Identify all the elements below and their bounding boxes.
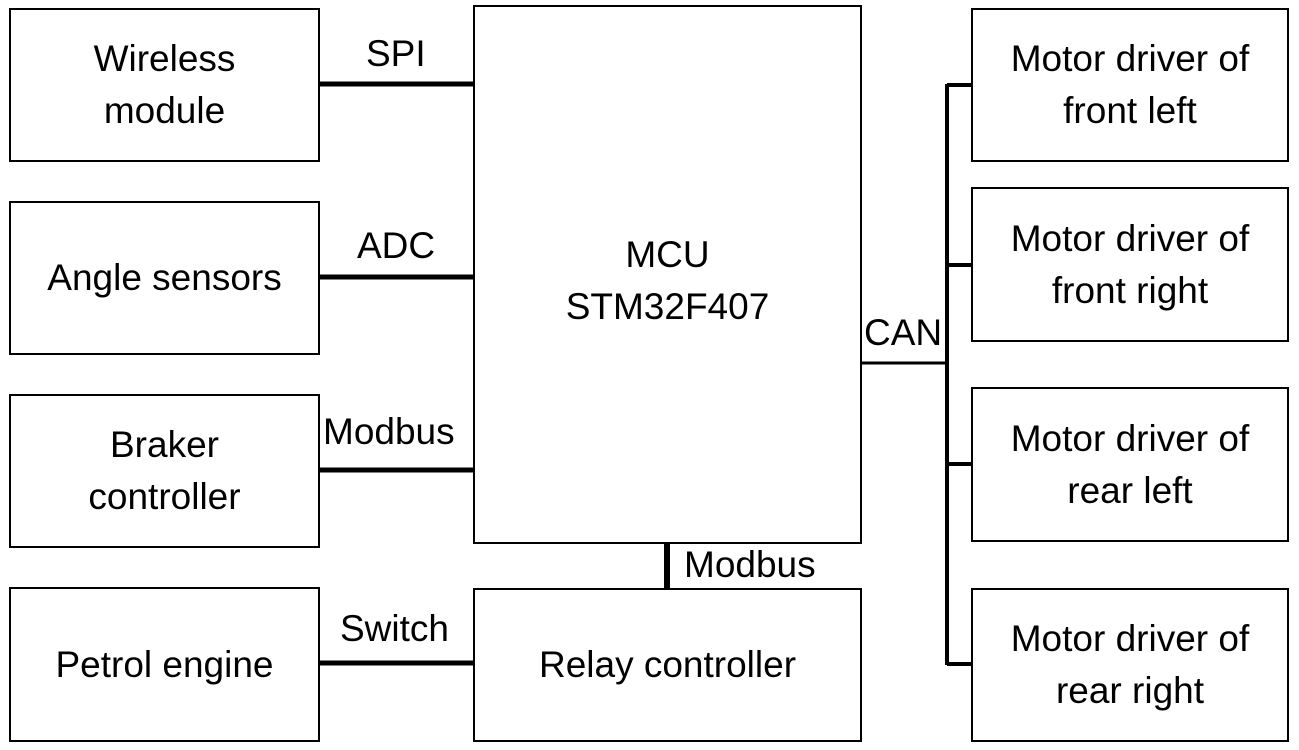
wireless-module-block: Wireless module: [9, 8, 320, 162]
motor-front-right-line2: front right: [1051, 269, 1209, 311]
relay-controller-block: Relay controller: [473, 588, 862, 742]
motor-front-right-line1: Motor driver of: [1010, 217, 1250, 259]
switch-label: Switch: [340, 608, 449, 649]
braker-controller-block: Braker controller: [9, 394, 320, 548]
motor-driver-front-left-block: Motor driver of front left: [971, 8, 1289, 162]
relay-controller-label: Relay controller: [538, 644, 797, 685]
motor-driver-rear-left-block: Motor driver of rear left: [971, 387, 1289, 542]
adc-label: ADC: [357, 225, 436, 266]
modbus-relay-label: Modbus: [684, 544, 816, 585]
spi-label: SPI: [366, 33, 426, 74]
can-label: CAN: [864, 312, 943, 353]
braker-controller-line2: controller: [88, 476, 241, 517]
wireless-module-line2: module: [103, 90, 226, 131]
motor-rear-right-line1: Motor driver of: [1010, 618, 1250, 659]
motor-driver-rear-right-block: Motor driver of rear right: [971, 588, 1289, 742]
motor-rear-left-line1: Motor driver of: [1010, 417, 1250, 459]
braker-controller-line1: Braker: [110, 424, 219, 465]
motor-driver-front-right-block: Motor driver of front right: [971, 187, 1289, 342]
motor-front-left-line2: front left: [1063, 90, 1197, 131]
motor-rear-right-line2: rear right: [1055, 670, 1205, 711]
petrol-engine-block: Petrol engine: [9, 587, 320, 742]
angle-sensors-block: Angle sensors: [9, 201, 320, 355]
motor-front-left-line1: Motor driver of: [1010, 38, 1250, 79]
mcu-title: MCU: [625, 234, 710, 275]
angle-sensors-label: Angle sensors: [47, 257, 282, 298]
mcu-model: STM32F407: [565, 286, 770, 327]
motor-rear-left-line2: rear left: [1067, 469, 1193, 511]
modbus-braker-label: Modbus: [323, 411, 455, 452]
petrol-engine-label: Petrol engine: [55, 643, 274, 685]
wireless-module-line1: Wireless: [93, 38, 236, 79]
mcu-block: MCU STM32F407: [473, 5, 862, 544]
